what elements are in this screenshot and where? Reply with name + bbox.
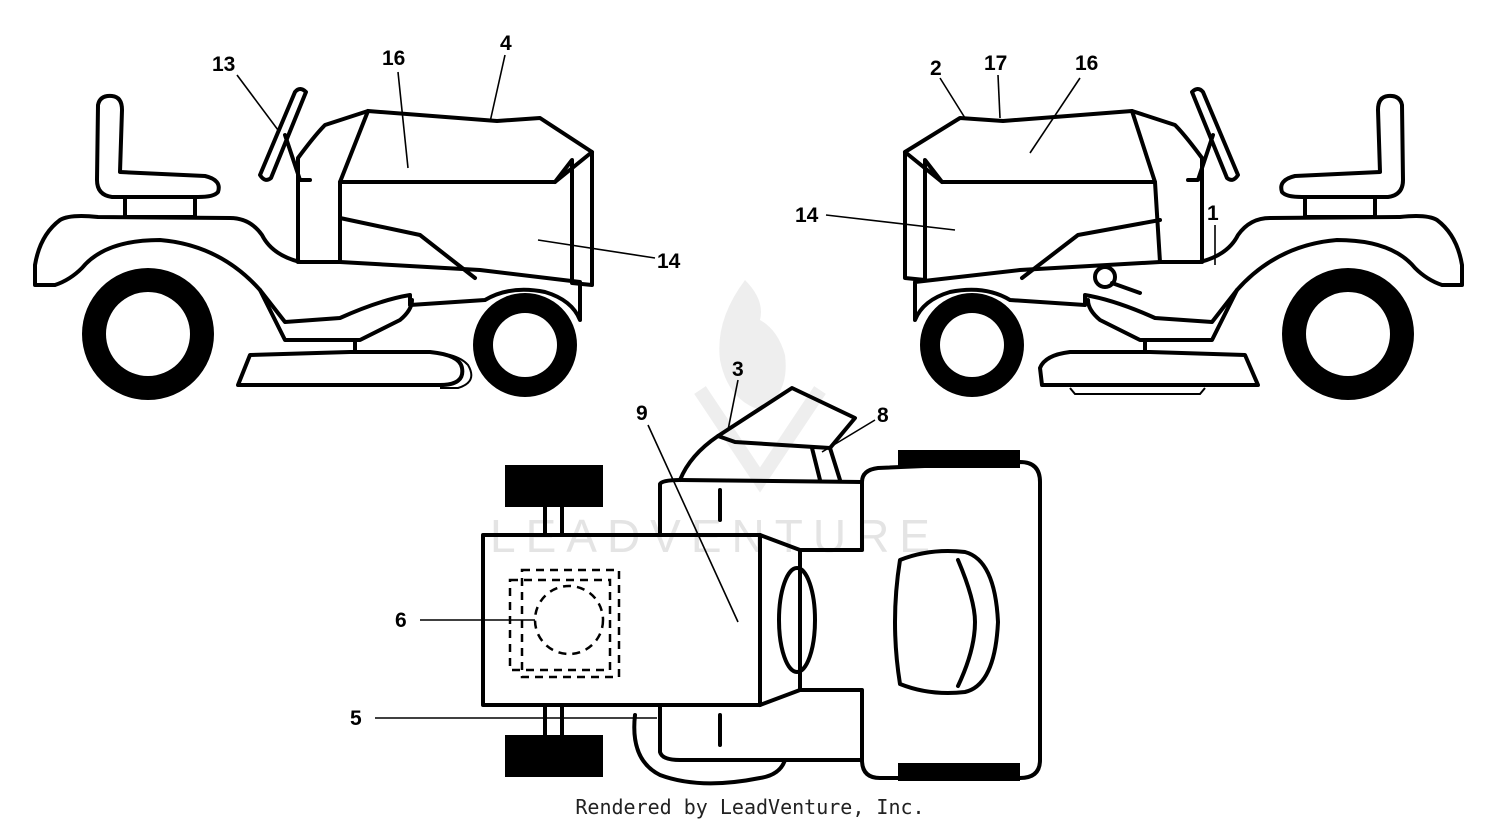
- callout-2: 2: [930, 57, 942, 80]
- callout-17: 17: [984, 52, 1007, 75]
- callout-3: 3: [732, 358, 744, 381]
- callout-16: 16: [1075, 52, 1098, 75]
- callout-4: 4: [500, 32, 512, 55]
- callout-6: 6: [395, 609, 407, 632]
- callout-13: 13: [212, 53, 235, 76]
- left-tractor-side-view: [33, 87, 594, 400]
- callout-1: 1: [1207, 202, 1219, 225]
- render-credit: Rendered by LeadVenture, Inc.: [575, 795, 925, 819]
- leader-lines: [236, 54, 1216, 719]
- callout-14: 14: [795, 204, 819, 227]
- right-tractor-side-view: [903, 87, 1464, 400]
- callout-9: 9: [636, 402, 648, 425]
- callout-5: 5: [350, 707, 362, 730]
- top-view-callouts: 3 9 8 6 5: [350, 358, 889, 730]
- callout-16: 16: [382, 47, 405, 70]
- right-tractor-callouts: 2 17 16 14 1: [795, 52, 1219, 227]
- tractor-top-view: [481, 386, 1042, 786]
- callout-8: 8: [877, 404, 889, 427]
- callout-14: 14: [657, 250, 681, 273]
- left-tractor-callouts: 13 16 4 14: [212, 32, 681, 273]
